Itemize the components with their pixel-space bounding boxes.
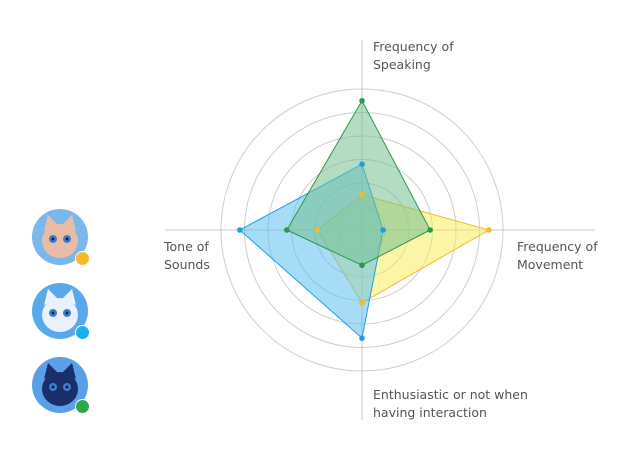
legend-color-dot: [75, 251, 90, 266]
data-point: [359, 161, 365, 167]
data-point: [359, 335, 365, 341]
data-point: [359, 97, 365, 104]
axis-label-enthusiasm: Enthusiastic or not when having interact…: [373, 387, 528, 420]
data-point: [237, 227, 243, 233]
avatar: [32, 283, 88, 339]
data-point: [427, 227, 433, 233]
avatar: [32, 209, 88, 265]
data-point: [359, 262, 365, 269]
data-point: [284, 227, 290, 233]
axis-label-tone: Tone of Sounds: [164, 239, 210, 272]
data-point: [486, 227, 492, 233]
axis-label-movement: Frequency of Movement: [517, 239, 598, 272]
legend-color-dot: [75, 399, 90, 414]
data-point: [359, 300, 365, 306]
axis-label-speaking: Frequency of Speaking: [373, 39, 454, 72]
cat-face-icon: [42, 215, 78, 258]
data-point: [314, 227, 321, 233]
data-point: [359, 191, 365, 198]
legend-color-dot: [75, 325, 90, 340]
cat-face-icon: [42, 363, 78, 406]
data-point: [380, 227, 386, 233]
cat-face-icon: [42, 289, 78, 332]
